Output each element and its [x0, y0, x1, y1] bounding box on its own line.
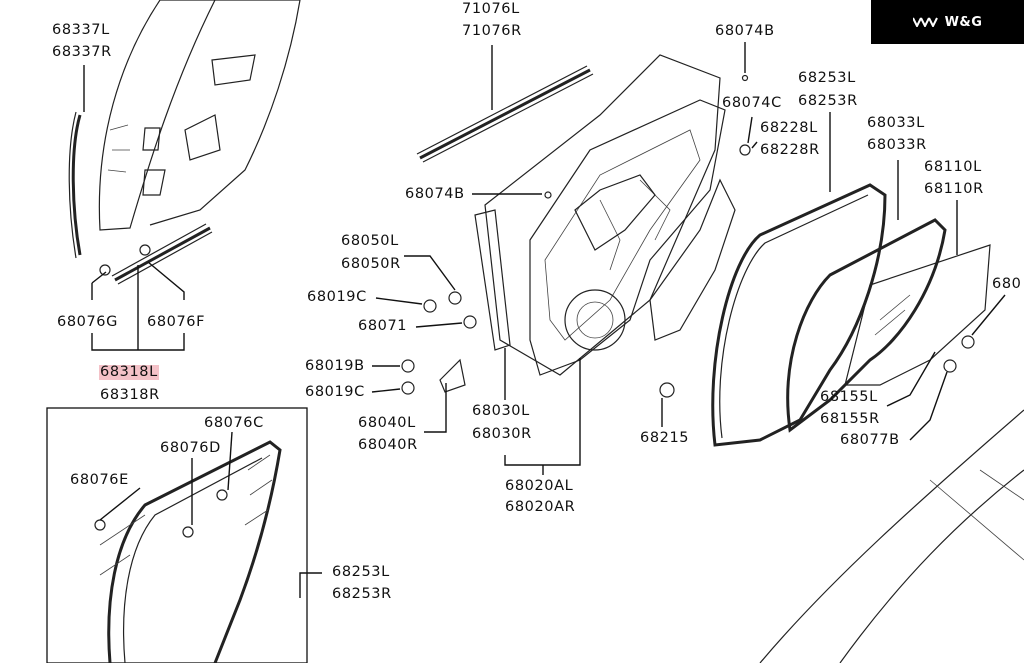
label-68076e: 68076E — [70, 472, 129, 488]
label-68253r-bot: 68253R — [332, 586, 392, 602]
label-71076r: 71076R — [462, 23, 522, 39]
label-68155l: 68155L — [820, 389, 878, 405]
label-68318r: 68318R — [100, 387, 160, 403]
label-68228r: 68228R — [760, 142, 820, 158]
label-68040l: 68040L — [358, 415, 416, 431]
label-68253l-bot: 68253L — [332, 564, 390, 580]
label-68020al: 68020AL — [505, 478, 574, 494]
label-68020ar: 68020AR — [505, 499, 576, 515]
label-68040r: 68040R — [358, 437, 418, 453]
label-68019c-bot: 68019C — [305, 384, 365, 400]
label-68318l: 68318L — [99, 364, 159, 380]
label-68076g: 68076G — [57, 314, 118, 330]
label-68074c: 68074C — [722, 95, 782, 111]
label-68033r: 68033R — [867, 137, 927, 153]
label-68253l-top: 68253L — [798, 70, 856, 86]
label-68337r: 68337R — [52, 44, 112, 60]
label-68033l: 68033L — [867, 115, 925, 131]
label-68228l: 68228L — [760, 120, 818, 136]
label-68110l: 68110L — [924, 159, 982, 175]
label-68253r-top: 68253R — [798, 93, 858, 109]
brand-badge: W&G — [871, 0, 1024, 44]
label-68077b: 68077B — [840, 432, 900, 448]
label-68076c: 68076C — [204, 415, 264, 431]
label-68050r: 68050R — [341, 256, 401, 272]
label-680-cut: 680 — [992, 276, 1022, 292]
label-68076d: 68076D — [160, 440, 221, 456]
label-68215: 68215 — [640, 430, 690, 446]
label-68076f: 68076F — [147, 314, 206, 330]
label-68071: 68071 — [358, 318, 408, 334]
label-68155r: 68155R — [820, 411, 880, 427]
label-71076l: 71076L — [462, 1, 520, 17]
brand-name: W&G — [944, 14, 983, 30]
label-68074b-mid: 68074B — [405, 186, 465, 202]
label-68074b-top: 68074B — [715, 23, 775, 39]
label-68110r: 68110R — [924, 181, 984, 197]
label-68050l: 68050L — [341, 233, 399, 249]
label-68030r: 68030R — [472, 426, 532, 442]
label-68019b: 68019B — [305, 358, 365, 374]
label-68030l: 68030L — [472, 403, 530, 419]
triple-chevron-icon — [912, 17, 939, 27]
label-68337l: 68337L — [52, 22, 110, 38]
label-68019c-top: 68019C — [307, 289, 367, 305]
